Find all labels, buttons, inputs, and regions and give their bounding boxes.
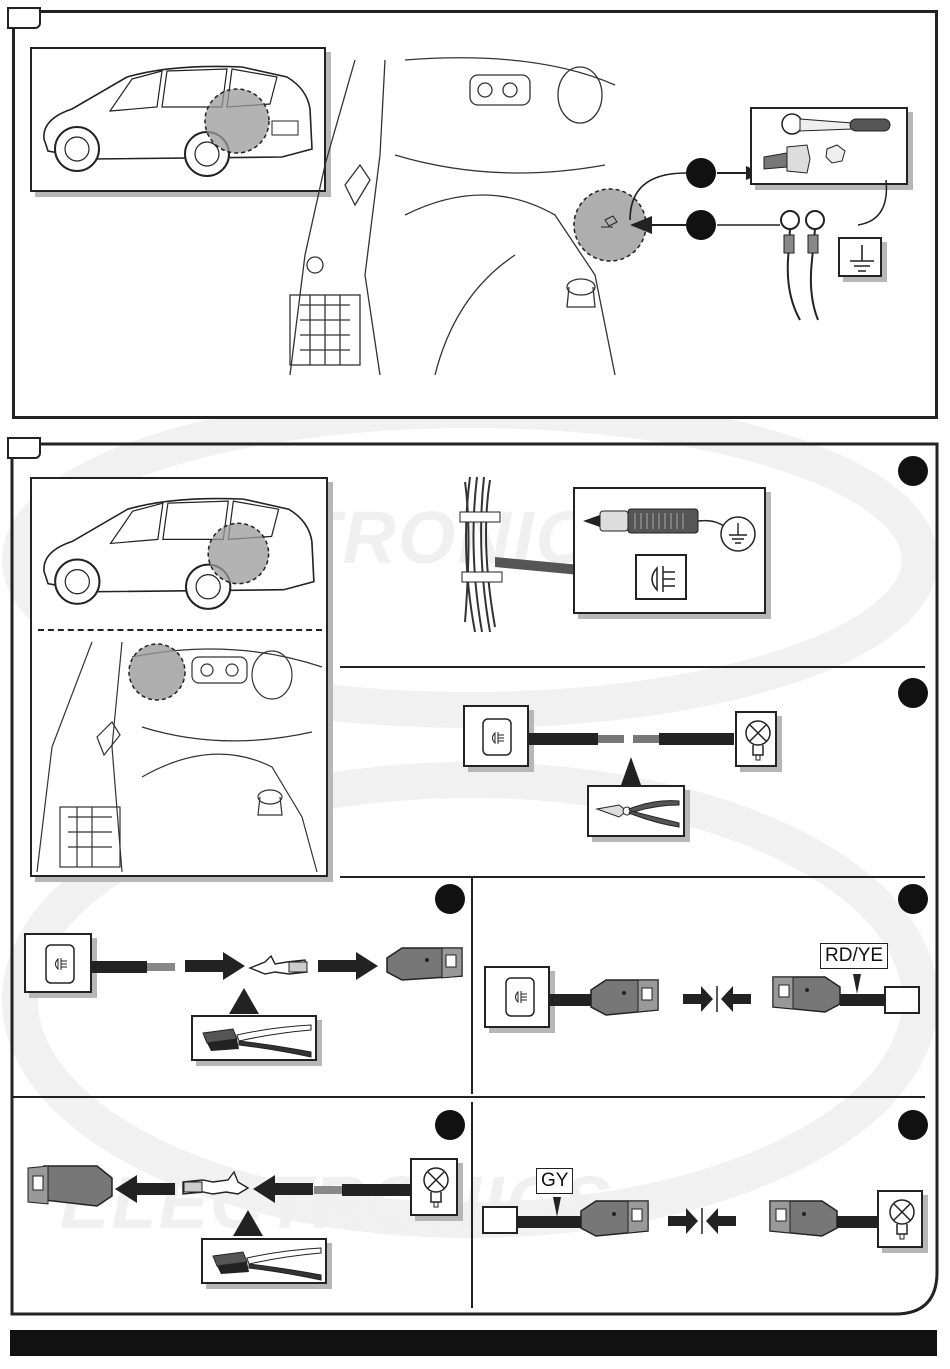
wire-color-label-rd-ye: RD/YE bbox=[820, 943, 888, 969]
bulb-icon bbox=[412, 1160, 460, 1218]
step-badge-6 bbox=[435, 1110, 465, 1140]
crimping-tool-icon bbox=[203, 1240, 329, 1286]
empty-box-step7 bbox=[482, 1206, 518, 1234]
arrow-icon bbox=[668, 1208, 738, 1234]
crimping-tool-icon bbox=[193, 1017, 319, 1063]
empty-box-step5 bbox=[884, 986, 920, 1014]
switch-box-step5 bbox=[484, 966, 550, 1028]
cut-wire bbox=[528, 725, 738, 755]
wire-color-label-gy: GY bbox=[536, 1168, 573, 1194]
bolt-icon bbox=[752, 109, 910, 187]
car-icon bbox=[32, 49, 328, 194]
crimp-tool-box-step4 bbox=[191, 1015, 317, 1061]
step-badge-3 bbox=[898, 678, 928, 708]
rear-fog-light-icon bbox=[465, 707, 531, 769]
bulb-box-step6 bbox=[410, 1158, 458, 1216]
connector-icon bbox=[576, 1196, 656, 1246]
tools-lead bbox=[878, 180, 918, 240]
wire-step4 bbox=[92, 957, 182, 977]
step-badge-4 bbox=[435, 884, 465, 914]
rear-fog-light-icon bbox=[486, 968, 552, 1030]
terminal-icon bbox=[245, 946, 315, 986]
trunk-interior-sketch bbox=[285, 55, 625, 375]
bulb-icon bbox=[879, 1192, 925, 1250]
switch-box-step4 bbox=[24, 933, 92, 993]
trunk-interior-sketch bbox=[32, 637, 330, 877]
wire-step6 bbox=[314, 1180, 414, 1200]
test-lamp-box bbox=[573, 487, 766, 614]
switch-box-step3 bbox=[463, 705, 529, 767]
arrow-icon bbox=[229, 988, 259, 1016]
ground-icon bbox=[840, 239, 884, 279]
ring-terminal-icon bbox=[770, 205, 840, 325]
car-overview-box bbox=[30, 47, 326, 192]
step-badge-2 bbox=[898, 456, 928, 486]
arrow-icon bbox=[185, 952, 245, 980]
footer-bar bbox=[10, 1330, 937, 1356]
tools-box bbox=[750, 107, 908, 185]
step-tab-1 bbox=[7, 7, 41, 29]
wire-step7-right bbox=[837, 1212, 882, 1232]
step-badge-7 bbox=[898, 1110, 928, 1140]
bulb-icon bbox=[737, 713, 779, 769]
connector-icon bbox=[755, 972, 845, 1022]
pliers-box bbox=[587, 785, 685, 837]
arrow-icon bbox=[253, 1175, 313, 1203]
arrow-icon bbox=[318, 952, 378, 980]
connector-icon bbox=[586, 975, 666, 1025]
wire-bundle bbox=[440, 472, 590, 632]
bulb-box-step7 bbox=[877, 1190, 923, 1248]
terminal-icon bbox=[178, 1168, 253, 1208]
arrow-icon bbox=[115, 1175, 175, 1203]
arrow-icon bbox=[233, 1210, 263, 1238]
bulb-box-step3 bbox=[735, 711, 777, 767]
connector-icon bbox=[382, 940, 472, 990]
car-icon bbox=[32, 479, 330, 629]
ground-icon bbox=[718, 514, 758, 554]
arrow-icon bbox=[683, 986, 753, 1012]
cutting-pliers-icon bbox=[589, 787, 687, 839]
step-tab-2 bbox=[7, 437, 41, 459]
ground-symbol-box bbox=[838, 237, 882, 277]
arrow-icon bbox=[621, 757, 641, 787]
connector-icon bbox=[22, 1160, 117, 1215]
car-trunk-box bbox=[30, 477, 328, 877]
rear-fog-light-symbol bbox=[635, 554, 687, 600]
label-pointer bbox=[848, 974, 868, 998]
step-badge-5 bbox=[898, 884, 928, 914]
crimp-tool-box-step6 bbox=[201, 1238, 327, 1284]
connector-icon bbox=[752, 1196, 842, 1246]
rear-fog-light-icon bbox=[637, 556, 689, 602]
rear-fog-light-icon bbox=[26, 935, 94, 995]
divider-dotted bbox=[38, 629, 322, 631]
